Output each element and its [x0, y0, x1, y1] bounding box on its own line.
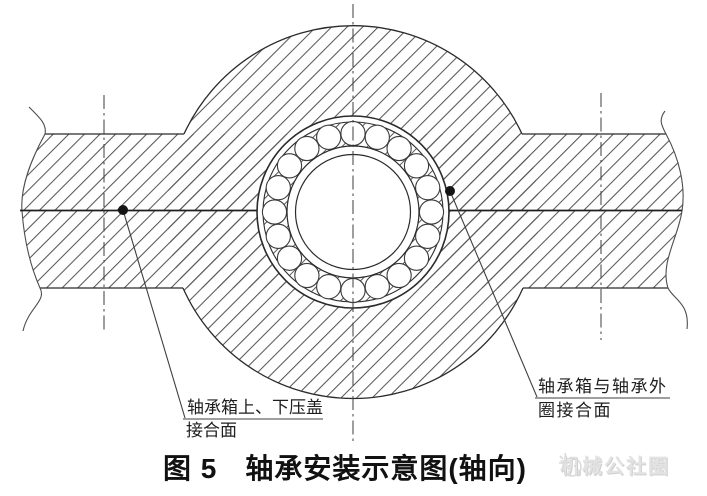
figure-title: 轴承安装示意图(轴向): [245, 453, 528, 484]
right-anchor-dot: [445, 186, 455, 196]
watermark: 机械公社圈: [556, 450, 670, 479]
figure-caption: 图 5 轴承安装示意图(轴向): [163, 447, 527, 487]
anchor-dots: [118, 186, 455, 215]
flange-edges: [40, 133, 668, 289]
watermark-text: 机械公社圈: [560, 456, 670, 478]
callout-right-line2: 圈接合面: [538, 401, 612, 420]
figure-number: 图 5: [163, 453, 218, 484]
left-anchor-dot: [118, 205, 128, 215]
left-leader-line: [122, 209, 186, 419]
center-lines: [103, 4, 602, 444]
callout-left-line1: 轴承箱上、下压盖: [187, 398, 323, 417]
callout-left-line2: 接合面: [186, 421, 237, 440]
leader-lines: [122, 190, 670, 420]
callout-right-line1: 轴承箱与轴承外: [538, 377, 668, 396]
right-leader-line: [449, 190, 538, 398]
